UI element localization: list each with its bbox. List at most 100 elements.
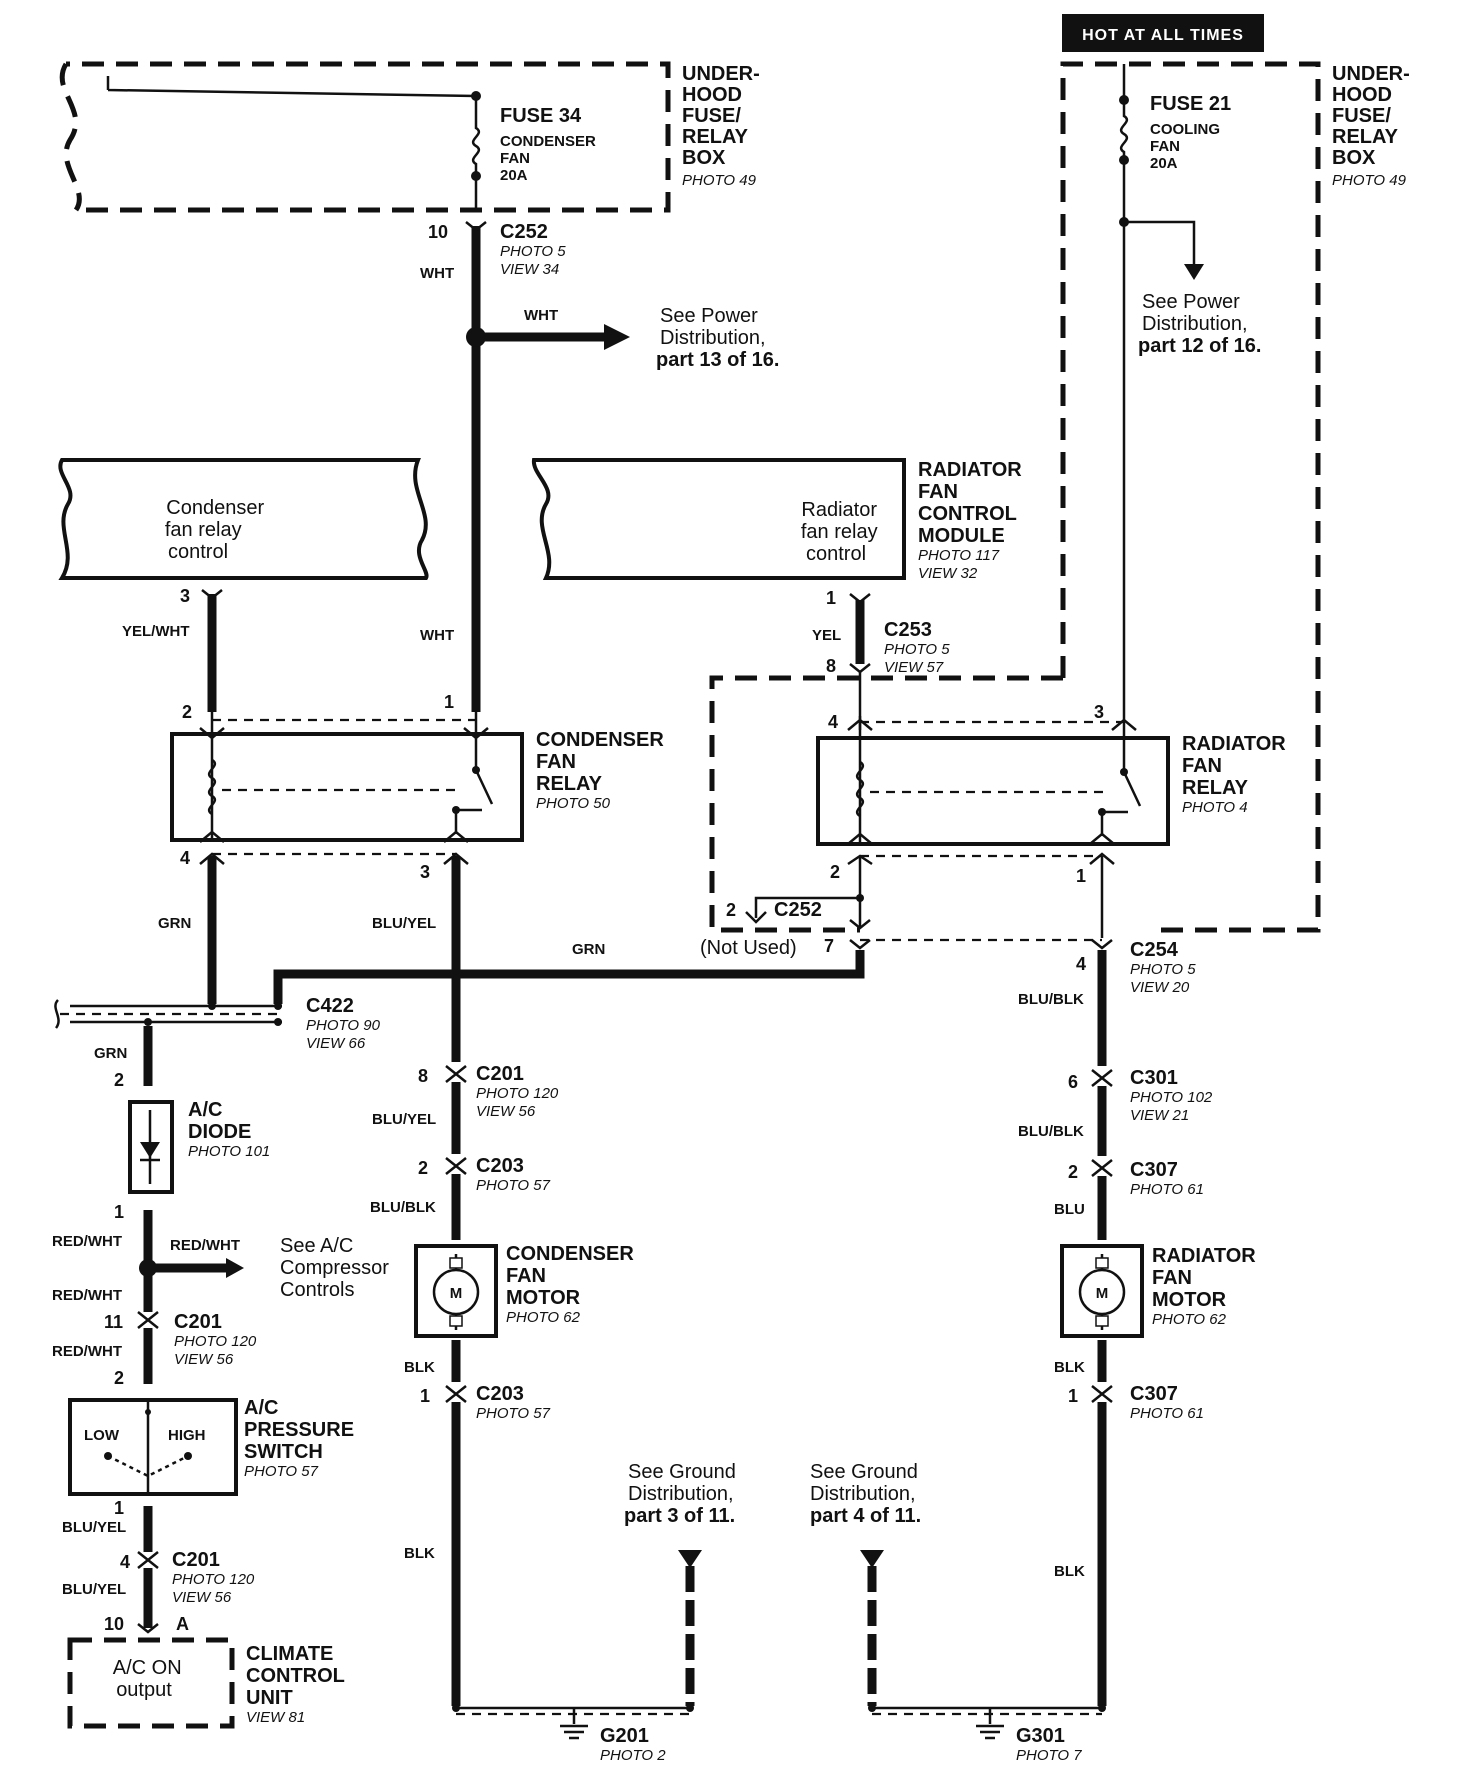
radiator-relay-photo: PHOTO 4 (1182, 799, 1248, 816)
ground-ref-3-arrow (678, 1550, 702, 1568)
ac-compressor-ref: See A/C Compressor Controls (280, 1235, 394, 1301)
radiator-relay-pin-2: 2 (830, 862, 840, 882)
c253-photo: PHOTO 5 (884, 641, 950, 658)
g301-label: G301 (1016, 1725, 1065, 1747)
ground-g201: G201 PHOTO 2 (452, 1704, 694, 1764)
g301-photo: PHOTO 7 (1016, 1747, 1082, 1764)
fuse-34: FUSE 34 CONDENSER FAN 20A (471, 91, 600, 210)
radiator-fan-control-module: Radiator fan relay control (531, 458, 906, 580)
c301-photo: PHOTO 102 (1130, 1089, 1213, 1106)
fusebox-left-title: UNDER- HOOD FUSE/ RELAY BOX (682, 63, 765, 169)
rfcm-photo: PHOTO 117 (918, 547, 1000, 564)
pressure-switch-photo: PHOTO 57 (244, 1463, 319, 1480)
c307-a-photo: PHOTO 61 (1130, 1181, 1204, 1198)
wire-blk-2: BLK (404, 1545, 435, 1562)
condenser-ctrl-pin-3: 3 (180, 586, 190, 606)
condenser-relay-title: CONDENSER FAN RELAY (536, 729, 669, 795)
wire-blk-1: BLK (404, 1359, 435, 1376)
condenser-fan-relay-control: Condenser fan relay control (58, 458, 429, 580)
c203-b-label: C203 (476, 1383, 524, 1405)
power-distribution-13-ref: See Power Distribution, part 13 of 16. (656, 305, 779, 371)
wire-yel: YEL (812, 627, 841, 644)
radiator-motor-title: RADIATOR FAN MOTOR (1152, 1245, 1261, 1311)
pressure-high-label: HIGH (168, 1427, 206, 1444)
condenser-motor-title: CONDENSER FAN MOTOR (506, 1243, 639, 1309)
c203-a-photo: PHOTO 57 (476, 1177, 551, 1194)
g201-photo: PHOTO 2 (600, 1747, 666, 1764)
rfcm-title: RADIATOR FAN CONTROL MODULE (918, 459, 1027, 547)
c252-top-photo: PHOTO 5 (500, 243, 566, 260)
radiator-relay-title: RADIATOR FAN RELAY (1182, 733, 1291, 799)
wire-wht-1: WHT (420, 265, 454, 282)
c201-a-label: C201 (476, 1063, 524, 1085)
c201-a-photo: PHOTO 120 (476, 1085, 559, 1102)
c254-pin: 4 (1076, 954, 1086, 974)
wire-blu: BLU (1054, 1201, 1085, 1218)
c253-view: VIEW 57 (884, 659, 944, 676)
c307-a-label: C307 (1130, 1159, 1178, 1181)
c253-pin-8: 8 (826, 656, 836, 676)
wire-wht-3: WHT (420, 627, 454, 644)
c201-b-label: C201 (174, 1311, 222, 1333)
pressure-low-label: LOW (84, 1427, 120, 1444)
wire-blublk-3: BLU/BLK (1018, 1123, 1084, 1140)
ac-diode (128, 1100, 174, 1194)
wire-wht-2: WHT (524, 307, 558, 324)
wire-bluyel-2: BLU/YEL (372, 1111, 436, 1128)
c252-top-connector (465, 221, 487, 232)
c307-a-pin: 2 (1068, 1162, 1078, 1182)
g201-label: G201 (600, 1725, 649, 1747)
fuse-21-label: FUSE 21 (1150, 93, 1231, 115)
ground-distribution-4-ref: See Ground Distribution, part 4 of 11. (810, 1461, 923, 1527)
underhood-fuse-box-left: UNDER- HOOD FUSE/ RELAY BOX PHOTO 49 (59, 61, 765, 213)
c203-a-pin: 2 (418, 1158, 428, 1178)
wire-redwht-3: RED/WHT (52, 1287, 122, 1304)
c252-mid-pin-2: 2 (726, 900, 736, 920)
c253-label: C253 (884, 619, 932, 641)
fuse-34-desc: CONDENSER FAN 20A (500, 133, 600, 184)
condenser-relay-pin-2: 2 (182, 702, 192, 722)
c201-c-view: VIEW 56 (172, 1589, 232, 1606)
c252-top-pin: 10 (428, 222, 448, 242)
fusebox-left-photo: PHOTO 49 (682, 172, 757, 189)
wire-bluyel-3: BLU/YEL (62, 1519, 126, 1536)
c422-connector (54, 999, 282, 1029)
c203-b-photo: PHOTO 57 (476, 1405, 551, 1422)
ground-ref-4-arrow (860, 1550, 884, 1568)
relay-box-dashed-outline (709, 675, 1063, 933)
radiator-fan-motor: M (1060, 1244, 1144, 1338)
radiator-relay-pin-4: 4 (828, 712, 838, 732)
hot-at-all-times-label: HOT AT ALL TIMES (1082, 27, 1244, 44)
radiator-fan-relay: 4 3 2 1 (816, 672, 1170, 886)
wire-blk-4: BLK (1054, 1563, 1085, 1580)
ground-g301: G301 PHOTO 7 (868, 1704, 1106, 1764)
c201-b-photo: PHOTO 120 (174, 1333, 257, 1350)
radiator-relay-pin-3: 3 (1094, 702, 1104, 722)
diode-icon (140, 1142, 160, 1158)
c301-pin: 6 (1068, 1072, 1078, 1092)
climate-title: CLIMATE CONTROL UNIT (246, 1643, 350, 1709)
climate-view: VIEW 81 (246, 1709, 305, 1726)
underhood-fuse-box-right: UNDER- HOOD FUSE/ RELAY BOX PHOTO 49 (1060, 61, 1415, 933)
pressure-switch-title: A/C PRESSURE SWITCH (244, 1397, 360, 1463)
c203-a-label: C203 (476, 1155, 524, 1177)
ac-diode-photo: PHOTO 101 (188, 1143, 270, 1160)
diode-pin-1: 1 (114, 1202, 124, 1222)
wire-blublk-1: BLU/BLK (370, 1199, 436, 1216)
ac-pressure-switch: LOW HIGH (68, 1398, 238, 1496)
wire-grn-2: GRN (572, 941, 605, 958)
c422-label: C422 (306, 995, 354, 1017)
condenser-ctrl-label: Condenser fan relay control (165, 497, 270, 563)
radiator-motor-icon: M (1096, 1285, 1109, 1302)
c201-a-view: VIEW 56 (476, 1103, 536, 1120)
condenser-relay-photo: PHOTO 50 (536, 795, 611, 812)
fusebox-right-title: UNDER- HOOD FUSE/ RELAY BOX (1332, 63, 1415, 169)
c254-photo: PHOTO 5 (1130, 961, 1196, 978)
c422-photo: PHOTO 90 (306, 1017, 381, 1034)
c252-top-view: VIEW 34 (500, 261, 559, 278)
wire-yelwht: YEL/WHT (122, 623, 190, 640)
c201-c-label: C201 (172, 1549, 220, 1571)
wire-bluyel-1: BLU/YEL (372, 915, 436, 932)
c253-pin-1: 1 (826, 588, 836, 608)
